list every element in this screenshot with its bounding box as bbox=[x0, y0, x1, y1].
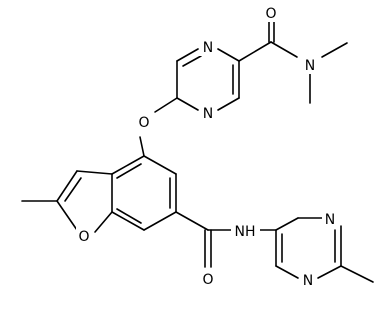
atom-label-text: N bbox=[325, 212, 335, 228]
atom-oxygen-furan: O bbox=[76, 227, 92, 245]
atom-nitrogen-pyrimidine-b: N bbox=[199, 104, 215, 122]
atom-label-text: O bbox=[265, 6, 276, 22]
atom-nitrogen-pyrazine-a: N bbox=[322, 210, 338, 228]
atom-oxygen-ether: O bbox=[136, 113, 152, 131]
atom-label-text: N bbox=[203, 106, 213, 122]
atom-nitrogen-pyrimidine-a: N bbox=[199, 38, 215, 56]
atom-label-text: N bbox=[305, 58, 315, 74]
atom-nitrogen-dimethyl: N bbox=[302, 56, 318, 74]
atom-label-text: O bbox=[202, 272, 213, 288]
atom-nh-amide: NH bbox=[231, 222, 260, 240]
atom-oxygen-amide-top: O bbox=[264, 4, 279, 22]
atom-nitrogen-pyrazine-b: N bbox=[300, 271, 316, 289]
atom-label-text: O bbox=[78, 229, 89, 245]
atom-label-text: NH bbox=[235, 224, 256, 240]
bond-lines bbox=[21, 12, 374, 283]
atom-oxygen-amide-bottom: O bbox=[200, 270, 216, 288]
atom-label-text: N bbox=[203, 40, 213, 56]
atom-label-text: O bbox=[138, 115, 149, 131]
atom-labels: O N N N O O NH O bbox=[76, 4, 338, 289]
atom-label-text: N bbox=[303, 273, 313, 289]
